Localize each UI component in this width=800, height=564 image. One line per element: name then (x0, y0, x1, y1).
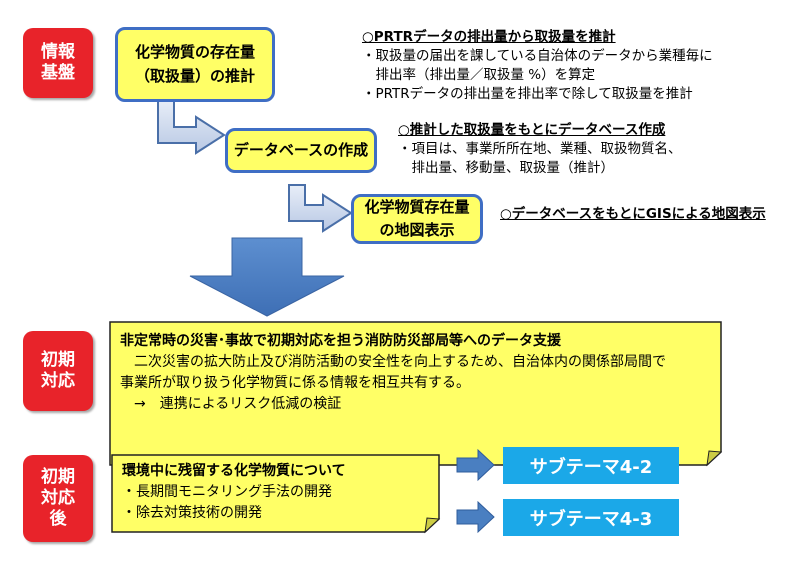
label-initial-response: 初期 対応 (23, 331, 93, 411)
subtheme-4-2: サブテーマ4-2 (503, 447, 679, 484)
elbow-arrow-2 (288, 184, 353, 233)
initial-box-heading: 非定常時の災害･事故で初期対応を担う消防防災部局等へのデータ支援 (120, 333, 561, 349)
post-box-line: ・除去対策技術の開発 (122, 505, 262, 521)
note-database: ○推計した取扱量をもとにデータベース作成 ・項目は、事業所所在地、業種、取扱物質… (398, 121, 682, 178)
note-map: ○データベースをもとにGISによる地図表示 (500, 205, 766, 224)
note-line: ・取扱量の届出を課している自治体のデータから業種毎に (362, 48, 713, 64)
post-response-box: 環境中に残留する化学物質について ・長期間モニタリング手法の開発 ・除去対策技術… (112, 455, 439, 532)
subtheme-4-3: サブテーマ4-3 (503, 499, 679, 536)
initial-box-line: → 連携によるリスク低減の検証 (120, 396, 342, 412)
note-line: ・PRTRデータの排出量を排出率で除して取扱量を推計 (362, 86, 693, 102)
note-map-heading: ○データベースをもとにGISによる地図表示 (500, 206, 766, 222)
post-box-heading: 環境中に残留する化学物質について (122, 463, 346, 479)
arrow-to-subtheme-1 (456, 448, 495, 482)
elbow-arrow-1 (157, 99, 226, 155)
initial-response-box: 非定常時の災害･事故で初期対応を担う消防防災部局等へのデータ支援 二次災害の拡大… (110, 322, 721, 465)
initial-box-line: 事業所が取り扱う化学物質に係る情報を相互共有する。 (120, 375, 470, 391)
flow-box-estimate: 化学物質の存在量 （取扱量）の推計 (115, 27, 275, 102)
flow-box-database: データベースの作成 (225, 128, 377, 173)
big-down-arrow (189, 237, 345, 317)
label-info-base: 情報 基盤 (23, 28, 93, 98)
note-line: 排出量、移動量、取扱量（推計） (398, 160, 614, 176)
arrow-to-subtheme-2 (456, 500, 495, 534)
flow-box-map: 化学物質存在量 の地図表示 (351, 194, 483, 244)
note-estimate: ○PRTRデータの排出量から取扱量を推計 ・取扱量の届出を課している自治体のデー… (362, 28, 713, 104)
note-line: ・項目は、事業所所在地、業種、取扱物質名、 (398, 141, 682, 157)
label-post-initial-response: 初期 対応 後 (23, 455, 93, 542)
note-database-heading: ○推計した取扱量をもとにデータベース作成 (398, 122, 666, 138)
note-line: 排出率（排出量／取扱量 %）を算定 (362, 67, 596, 83)
post-box-line: ・長期間モニタリング手法の開発 (122, 484, 332, 500)
note-estimate-heading: ○PRTRデータの排出量から取扱量を推計 (362, 29, 616, 45)
initial-box-line: 二次災害の拡大防止及び消防活動の安全性を向上するため、自治体内の関係部局間で (120, 354, 666, 370)
